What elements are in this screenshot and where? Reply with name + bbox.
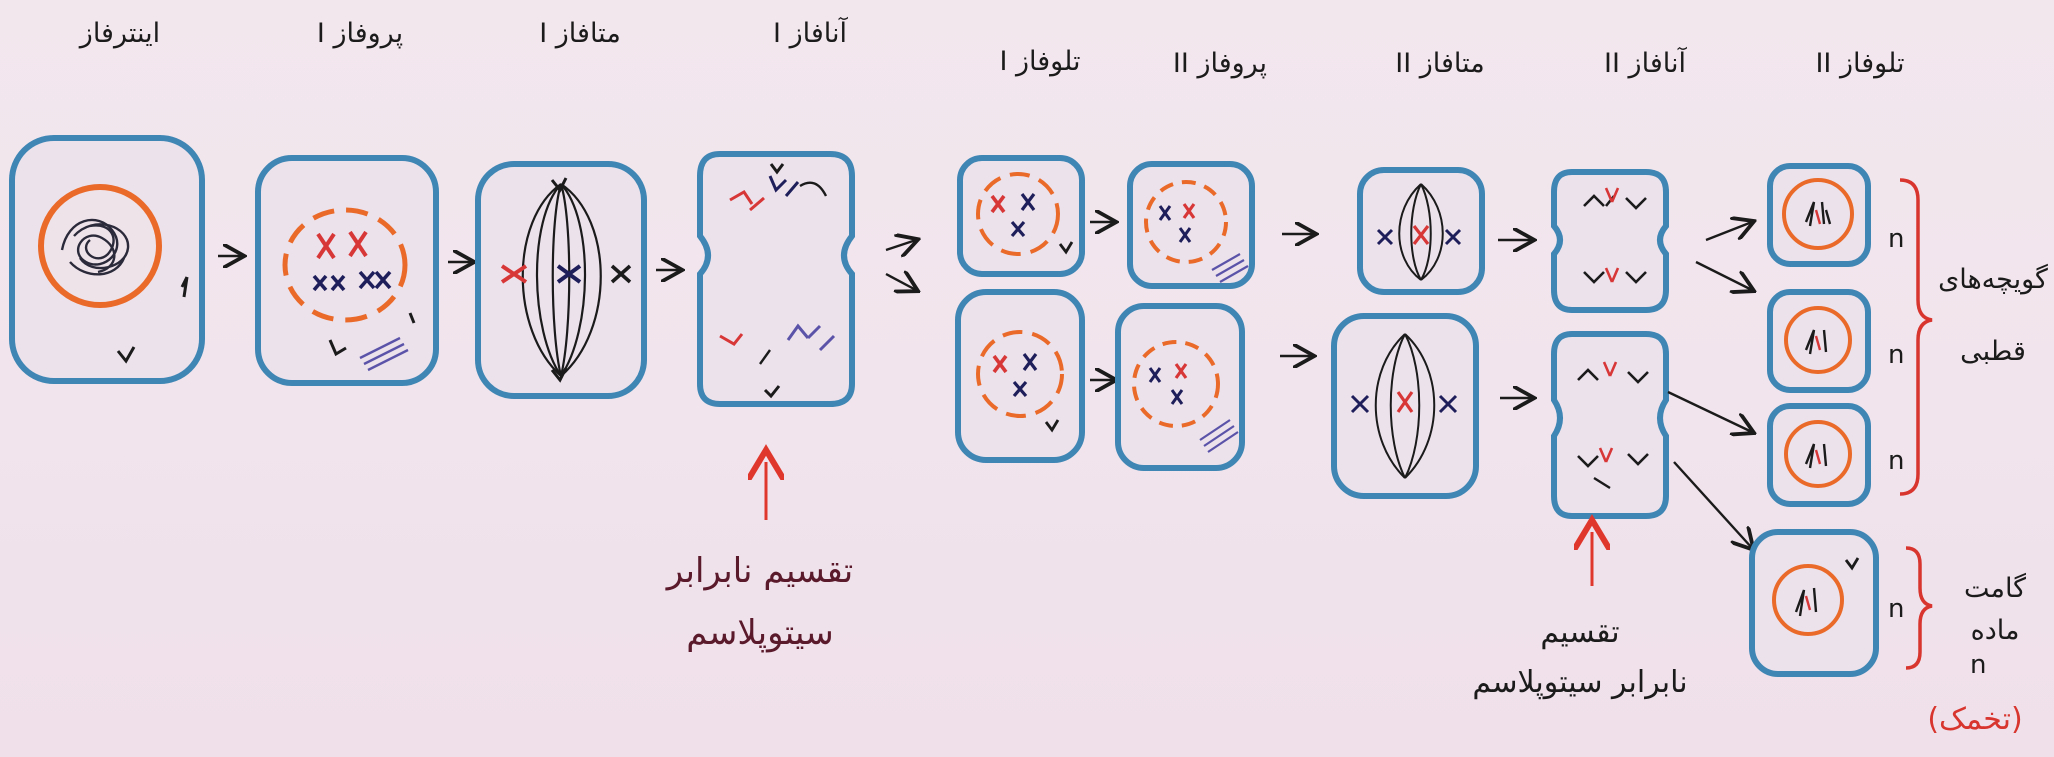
cell-anaphase-2-top — [1551, 169, 1669, 313]
red-chromosomes — [500, 264, 528, 284]
centriole — [763, 385, 781, 399]
ploidy-2: n — [1888, 340, 1905, 370]
nucleus — [38, 184, 162, 308]
cell-prophase-1 — [255, 155, 439, 386]
ploidy-5: n — [1970, 650, 1987, 680]
cell-telophase-1-bottom — [955, 289, 1085, 463]
cell-interphase — [9, 135, 205, 384]
cell-metaphase-1 — [475, 161, 647, 399]
polar-bodies-label: گویچه‌های قطبی — [1934, 244, 2052, 388]
cell-anaphase-2-bottom — [1551, 331, 1669, 519]
navy-chromosomes — [556, 264, 582, 284]
centriole — [180, 276, 189, 298]
label-telophase-1: تلوفاز I — [999, 46, 1081, 77]
label-telophase-2: تلوفاز II — [1815, 48, 1905, 79]
cell-telophase-2-2 — [1767, 289, 1871, 393]
ploidy-4: n — [1888, 594, 1905, 624]
cell-telophase-2-1 — [1767, 163, 1871, 267]
navy-chromosomes — [312, 270, 392, 292]
navy-chromosomes — [786, 323, 836, 352]
red-chromosomes — [316, 230, 368, 260]
arrow — [1673, 461, 1752, 548]
unequal-division-line: تقسیم نابرابر — [666, 551, 854, 591]
brace-gamete — [1905, 546, 1933, 670]
label-anaphase-1: آنافاز I — [773, 18, 847, 49]
arrow — [1667, 390, 1752, 432]
cell-telophase-1-top — [957, 155, 1085, 277]
polar-bodies-line-2: قطبی — [1960, 336, 2026, 367]
egg-label: (تخمک) — [1927, 702, 2023, 737]
gamete-line-2: ماده — [1970, 615, 2020, 646]
cytoplasm-line: سیتوپلاسم — [686, 613, 834, 653]
centriole — [769, 163, 785, 175]
centriole — [328, 312, 416, 357]
cell-metaphase-2-bottom — [1331, 313, 1479, 499]
label-interphase: اینترفاز — [79, 18, 161, 49]
cell-anaphase-1 — [697, 151, 855, 407]
arrow — [885, 240, 916, 250]
ploidy-3: n — [1888, 446, 1905, 476]
red-chromosomes — [719, 333, 744, 346]
arrow — [1705, 222, 1752, 242]
label-metaphase-2: متافاز II — [1395, 48, 1485, 79]
polar-bodies-line-1: گویچه‌های — [1938, 264, 2048, 295]
chromatin-tangle — [60, 218, 130, 276]
brace-polar-bodies — [1899, 178, 1933, 496]
arrow — [1695, 260, 1752, 290]
cell-telophase-2-3 — [1767, 403, 1871, 507]
label-prophase-2: پروفاز II — [1172, 48, 1268, 79]
ploidy-1: n — [1888, 224, 1905, 254]
nucleus — [282, 207, 408, 323]
division-line: تقسیم — [1540, 615, 1620, 650]
spindle-fibers — [359, 336, 409, 372]
cell-prophase-2-top — [1127, 161, 1255, 289]
arrow — [885, 274, 916, 290]
label-prophase-1: پروفاز I — [316, 18, 404, 49]
gamete-label: گامت ماده — [1940, 568, 2050, 652]
cell-metaphase-2-top — [1357, 167, 1485, 295]
cell-prophase-2-bottom — [1115, 303, 1245, 471]
centriole — [116, 346, 136, 364]
label-metaphase-1: متافاز I — [539, 18, 621, 49]
navy-chromosomes — [768, 175, 800, 197]
centriole — [550, 177, 568, 193]
unequal-division-label-2: تقسیم نابرابر سیتوپلاسم — [1410, 608, 1750, 708]
chromosomes — [610, 264, 632, 284]
unequal-cytoplasm-line: نابرابر سیتوپلاسم — [1472, 665, 1688, 700]
unequal-division-label-1: تقسیم نابرابر سیتوپلاسم — [640, 540, 880, 664]
label-anaphase-2: آنافاز II — [1604, 48, 1686, 79]
cell-telophase-2-4 — [1749, 529, 1879, 677]
centriole — [550, 367, 568, 383]
red-chromosomes — [729, 190, 765, 212]
gamete-line-1: گامت — [1963, 573, 2027, 604]
